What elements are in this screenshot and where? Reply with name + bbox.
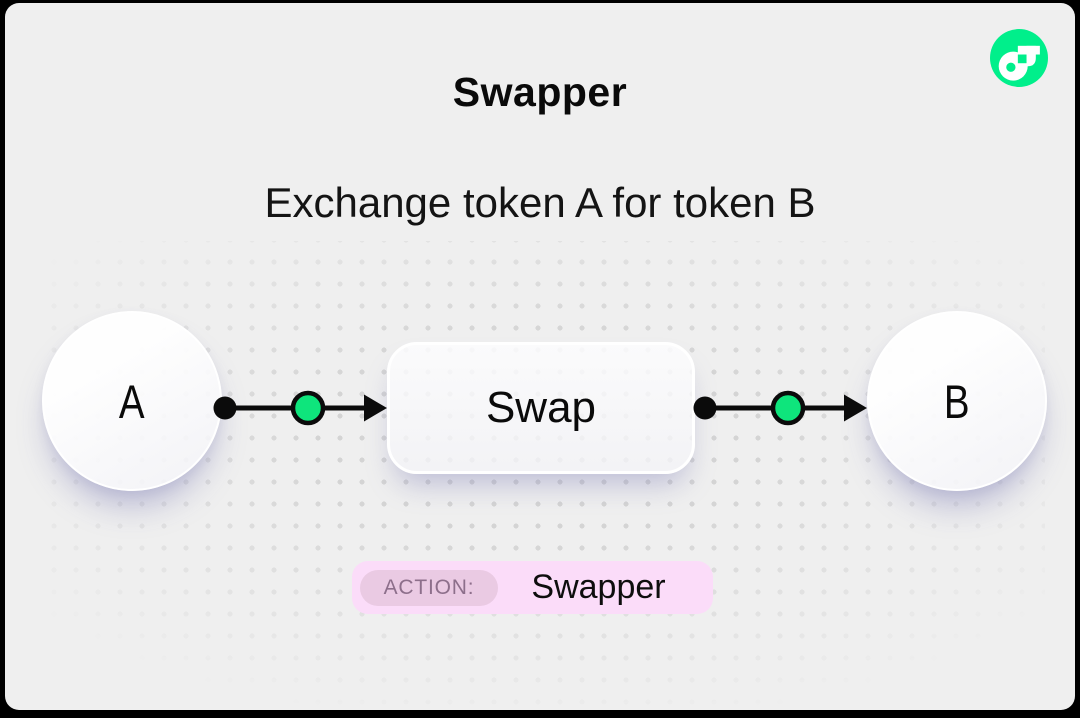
- action-label-pill: ACTION:: [360, 569, 498, 606]
- logo-ring-hole: [1006, 62, 1016, 72]
- flow-logo-icon: [990, 29, 1048, 87]
- token-b-node: B: [867, 311, 1047, 491]
- canvas-card: Swapper Exchange token A for token B A: [5, 3, 1075, 710]
- token-marker: [290, 390, 326, 426]
- token-a-node: A: [42, 311, 222, 491]
- connector-a-to-swap: [213, 390, 387, 426]
- connector-start-dot: [213, 396, 237, 420]
- token-b-label: B: [944, 374, 970, 428]
- arrowhead-icon: [844, 394, 867, 422]
- token-a-label: A: [119, 374, 145, 428]
- arrowhead-icon: [364, 394, 387, 422]
- connector-start-dot: [693, 396, 717, 420]
- logo-bar: [1017, 45, 1040, 55]
- action-badge: ACTION: Swapper: [352, 561, 713, 614]
- action-value: Swapper: [531, 568, 666, 606]
- dot-pattern-background: [35, 241, 1045, 709]
- logo-notch: [1017, 54, 1027, 64]
- action-label: ACTION:: [383, 575, 475, 599]
- flow-logo-svg: [990, 29, 1048, 87]
- page-subtitle: Exchange token A for token B: [264, 179, 816, 226]
- page-title: Swapper: [452, 69, 628, 115]
- swap-action-node: Swap: [387, 342, 695, 474]
- swap-node-label: Swap: [485, 383, 597, 432]
- connector-swap-to-b: [693, 390, 867, 426]
- token-marker: [770, 390, 806, 426]
